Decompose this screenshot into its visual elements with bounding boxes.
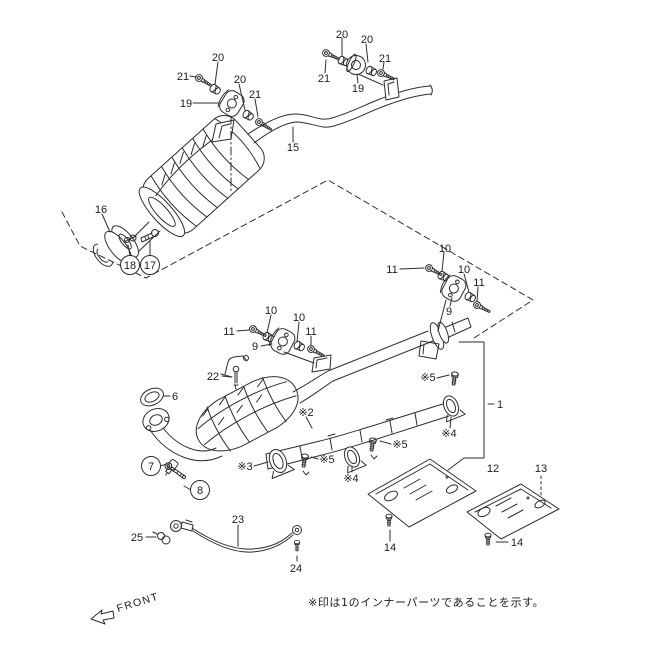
- callout-17: 17: [144, 260, 156, 272]
- callout-11a: 11: [386, 264, 397, 276]
- front-pipe-assembly: [140, 317, 472, 479]
- callout-23: 23: [232, 514, 244, 526]
- callout-18: 18: [124, 260, 136, 272]
- part1-bracket: [447, 341, 495, 471]
- heat-shield-13: [466, 483, 560, 540]
- muffler-hanger-front: [189, 61, 274, 134]
- callout-8: 8: [197, 485, 203, 497]
- callout-20b: 20: [234, 74, 246, 86]
- callout-10b: 10: [458, 264, 470, 276]
- callout-22: 22: [207, 371, 219, 383]
- callout-10c: 10: [265, 305, 277, 317]
- callout-12: 12: [487, 463, 499, 475]
- nut-25: [152, 531, 171, 545]
- muffler-hanger-rear: [320, 37, 397, 84]
- stay-22: [220, 355, 249, 390]
- callout-11c: 11: [223, 326, 234, 338]
- callout-1: 1: [497, 399, 503, 411]
- callout-x5b: ※5: [392, 439, 407, 451]
- clamp-3: [268, 448, 295, 479]
- bolt-17-nut-18: [123, 229, 159, 257]
- clamp-4b: [437, 392, 466, 423]
- callout-7: 7: [148, 461, 154, 473]
- callout-9a: 9: [446, 306, 452, 318]
- callout-24: 24: [290, 563, 302, 575]
- hanger-left: [236, 314, 326, 364]
- callout-9b: 9: [252, 341, 258, 353]
- callout-19a: 19: [180, 98, 192, 110]
- callout-19b: 19: [352, 83, 364, 95]
- callout-x2: ※2: [298, 407, 313, 419]
- callout-21c: 21: [318, 73, 330, 85]
- callout-21d: 21: [379, 53, 391, 65]
- callout-10a: 10: [439, 243, 451, 255]
- callout-21b: 21: [249, 89, 261, 101]
- callout-20d: 20: [361, 34, 373, 46]
- circle-17: [140, 255, 160, 275]
- bolt-24: [293, 540, 301, 552]
- footnote: ※印は1のインナーパーツであることを示す。: [308, 596, 544, 609]
- ground-wire-23: [170, 519, 302, 553]
- hanger-right: [399, 251, 492, 332]
- callout-x3: ※3: [237, 461, 252, 473]
- circle-8: [190, 480, 210, 500]
- callout-25: 25: [131, 532, 143, 544]
- callout-16: 16: [95, 204, 107, 216]
- circle-18: [120, 255, 140, 275]
- callout-x5c: ※5: [420, 372, 435, 384]
- callout-14b: 14: [511, 537, 523, 549]
- callout-13: 13: [535, 463, 547, 475]
- callout-21a: 21: [177, 71, 189, 83]
- callout-20c: 20: [336, 29, 348, 41]
- callout-labels: 20 21 20 19 21 15 16 18 17 20 20 21 21 1…: [95, 29, 547, 575]
- heat-shield-12: [367, 458, 477, 528]
- catalytic-converter: [195, 376, 299, 452]
- front-label: FRONT: [115, 591, 160, 615]
- shield-bolt-14b: [484, 532, 492, 546]
- gasket-ring-6: [140, 387, 164, 407]
- callout-11d: 11: [305, 326, 316, 338]
- callout-x5a: ※5: [319, 454, 334, 466]
- rear-muffler: [127, 115, 265, 253]
- callout-15: 15: [287, 142, 299, 154]
- front-direction: FRONT: [90, 591, 161, 625]
- callout-20a: 20: [212, 52, 224, 64]
- rear-joint-flange: [429, 321, 450, 350]
- callout-10d: 10: [293, 312, 305, 324]
- callout-14a: 14: [384, 542, 396, 554]
- shield-bolt-14a: [385, 513, 393, 527]
- screw-5c: [449, 371, 460, 386]
- callout-x4a: ※4: [343, 473, 358, 485]
- circle-7: [141, 456, 161, 476]
- callout-x4b: ※4: [441, 428, 456, 440]
- callout-6: 6: [172, 391, 178, 403]
- callout-11b: 11: [473, 277, 484, 289]
- tail-pipe: [247, 73, 433, 144]
- front-arrow-icon: [90, 609, 115, 625]
- exploded-view-plane-lines: [61, 179, 534, 339]
- inlet-flange: [142, 408, 170, 432]
